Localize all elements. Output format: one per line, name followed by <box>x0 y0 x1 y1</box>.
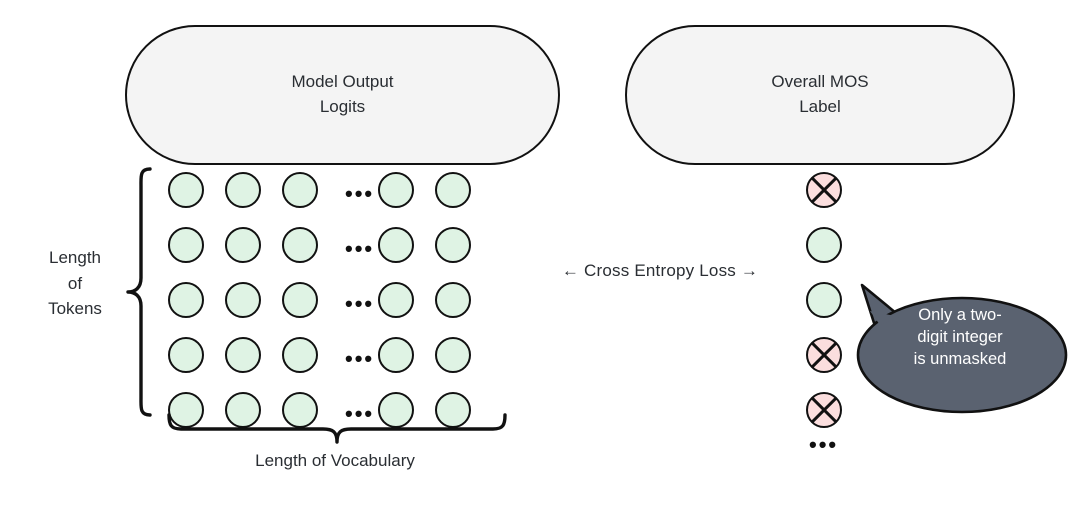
length-of-tokens-line3: Tokens <box>48 299 102 318</box>
logit-node <box>435 227 471 263</box>
label-node-unmasked <box>806 227 842 263</box>
grid-row-ellipsis: ••• <box>345 401 375 426</box>
length-of-vocabulary-label: Length of Vocabulary <box>255 451 415 470</box>
logit-node <box>225 337 261 373</box>
logit-node <box>378 172 414 208</box>
cross-entropy-loss-label: ← Cross Entropy Loss → <box>561 261 759 280</box>
logit-node <box>435 392 471 428</box>
logit-node <box>435 337 471 373</box>
logit-node <box>378 227 414 263</box>
length-of-tokens-label: Length of Tokens <box>20 245 130 322</box>
logit-node <box>378 337 414 373</box>
length-of-tokens-line2: of <box>67 273 83 293</box>
model-output-logits-line1: Model Output <box>291 72 394 92</box>
model-output-logits-line2: Logits <box>319 97 366 116</box>
grid-row-ellipsis: ••• <box>345 346 375 371</box>
logit-node <box>282 392 318 428</box>
overall-mos-label-box: Overall MOS Label <box>625 25 1015 165</box>
logit-node <box>378 392 414 428</box>
logit-node <box>225 282 261 318</box>
logit-node <box>225 172 261 208</box>
length-of-tokens-line1: Length <box>49 248 101 267</box>
tokens-brace <box>126 167 152 417</box>
label-node-masked <box>806 337 842 373</box>
logit-node <box>378 282 414 318</box>
overall-mos-label-line1: Overall MOS <box>771 72 869 92</box>
logit-node <box>282 227 318 263</box>
label-column-ellipsis: ••• <box>809 432 839 457</box>
label-node-unmasked <box>806 282 842 318</box>
vocabulary-brace <box>167 413 507 444</box>
logit-node <box>225 392 261 428</box>
logit-node <box>282 337 318 373</box>
grid-row-ellipsis: ••• <box>345 236 375 261</box>
logit-node <box>168 392 204 428</box>
logit-node <box>435 172 471 208</box>
logit-node <box>168 337 204 373</box>
speech-bubble: Only a two- digit integer is unmasked <box>840 283 1080 418</box>
grid-row-ellipsis: ••• <box>345 291 375 316</box>
logit-node <box>225 227 261 263</box>
logit-node <box>168 172 204 208</box>
model-output-logits-box: Model Output Logits <box>125 25 560 165</box>
grid-row-ellipsis: ••• <box>345 181 375 206</box>
speech-bubble-shape <box>856 283 1068 414</box>
logit-node <box>435 282 471 318</box>
logit-node <box>168 227 204 263</box>
logit-node <box>282 172 318 208</box>
logit-node <box>282 282 318 318</box>
logit-node <box>168 282 204 318</box>
label-node-masked <box>806 172 842 208</box>
overall-mos-label-line2: Label <box>799 97 841 116</box>
label-node-masked <box>806 392 842 428</box>
